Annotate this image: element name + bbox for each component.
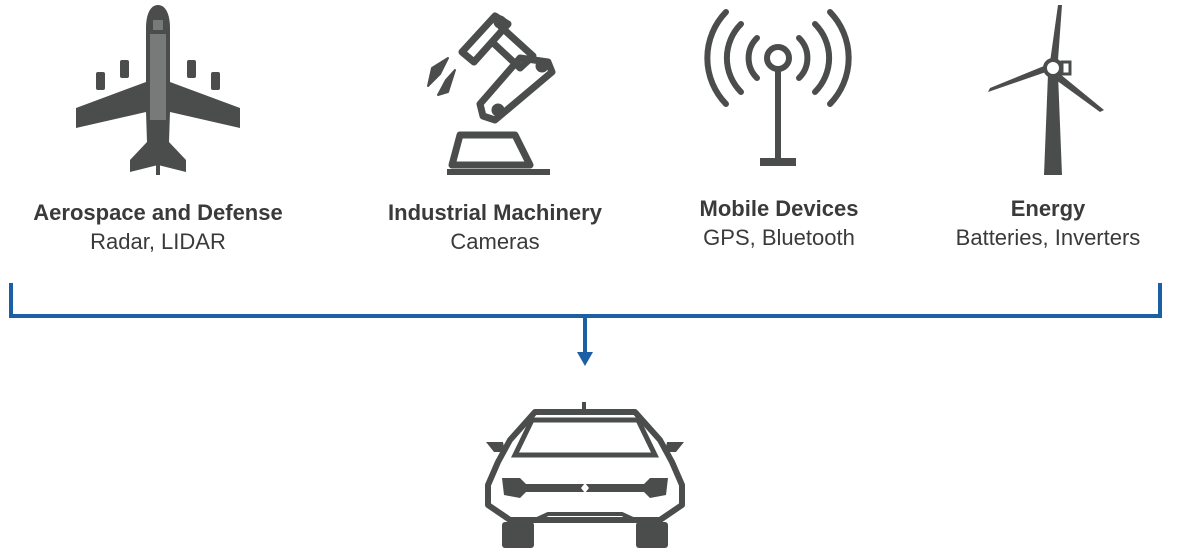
airplane-icon <box>76 5 240 175</box>
source-title: Aerospace and Defense <box>33 200 283 225</box>
source-subtitle: Cameras <box>450 229 540 254</box>
source-aerospace: Aerospace and Defense Radar, LIDAR <box>0 198 318 256</box>
car-icon <box>485 402 685 548</box>
source-subtitle: Radar, LIDAR <box>90 229 226 254</box>
source-title: Mobile Devices <box>699 196 859 221</box>
source-subtitle: Batteries, Inverters <box>955 225 1141 250</box>
antenna-icon <box>704 9 852 166</box>
source-subtitle: GPS, Bluetooth <box>703 225 855 250</box>
source-industrial: Industrial Machinery Cameras <box>335 198 655 256</box>
source-mobile: Mobile Devices GPS, Bluetooth <box>619 194 939 252</box>
source-energy: Energy Batteries, Inverters <box>888 194 1177 252</box>
connector-bracket <box>9 283 1162 366</box>
wind-turbine-icon <box>988 5 1104 175</box>
source-title: Energy <box>1010 196 1086 221</box>
source-title: Industrial Machinery <box>388 200 602 225</box>
arrow-down-icon <box>577 352 593 366</box>
robot-arm-icon <box>427 12 556 175</box>
